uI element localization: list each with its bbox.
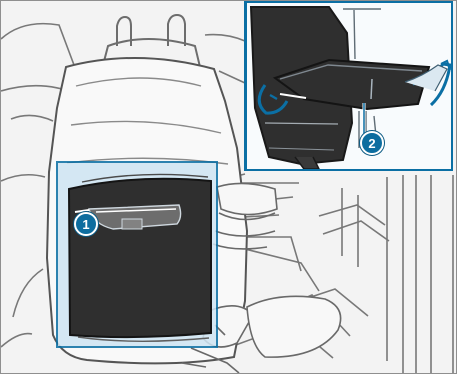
tray-inset-drawing <box>247 3 453 171</box>
pocket-highlight <box>57 162 217 347</box>
callout-badge-2: 2 <box>360 131 384 155</box>
callout-badge-1: 1 <box>74 212 98 236</box>
tray-inset <box>245 1 453 171</box>
